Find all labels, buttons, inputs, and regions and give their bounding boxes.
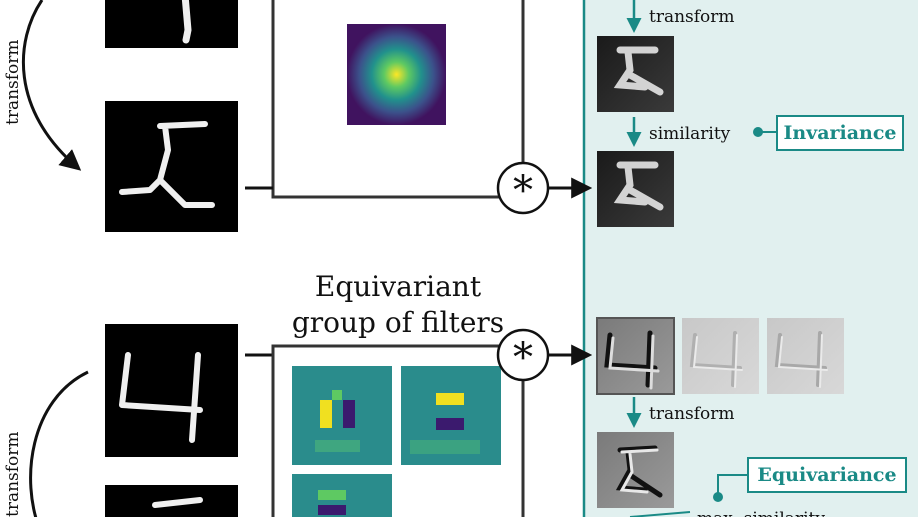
- transform-label-top: transform: [3, 39, 23, 125]
- top-digit-original: [105, 0, 238, 48]
- equivariance-connector: [717, 474, 748, 497]
- similarity-label: similarity: [649, 124, 731, 144]
- max-similarity-label: max. similarity: [697, 509, 825, 517]
- top-feature-map-2: [597, 151, 674, 227]
- right-top-transform-label: transform: [649, 7, 735, 27]
- bottom-feature-map-2: [682, 318, 759, 394]
- bottom-feature-map-transformed: [597, 432, 674, 508]
- invariance-box: [776, 115, 904, 151]
- equivariant-filter-2: [401, 366, 501, 465]
- top-conv-symbol: *: [513, 168, 533, 214]
- equivariance-label: Equivariance: [757, 464, 896, 486]
- bottom-feature-map-1: [596, 317, 675, 395]
- equivariance-box: [747, 457, 907, 493]
- top-digit-transformed: [105, 101, 238, 232]
- equivariant-filter-1: [292, 366, 392, 465]
- bottom-digit-original: [105, 324, 238, 457]
- equivariant-title-line1: Equivariant: [315, 270, 482, 303]
- max-similarity-arrow: [629, 511, 691, 517]
- bottom-feature-map-3: [767, 318, 844, 394]
- bottom-digit-transformed: [105, 485, 238, 517]
- transform-label-bottom: transform: [3, 431, 23, 517]
- bottom-conv-symbol: *: [513, 335, 533, 381]
- invariance-label: Invariance: [783, 122, 896, 144]
- top-feature-map-1: [597, 36, 674, 112]
- gaussian-filter-icon: [347, 24, 446, 125]
- equivariance-dot: [713, 492, 723, 502]
- top-filter-box: [271, 0, 525, 199]
- transform-arc-bottom: [29, 370, 89, 517]
- bottom-filter-box: [271, 344, 525, 517]
- right-bottom-transform-label: transform: [649, 404, 735, 424]
- equivariant-title-line2: group of filters: [292, 306, 504, 339]
- transform-arc-top: [21, 0, 82, 171]
- equivariant-filter-3: [292, 474, 392, 517]
